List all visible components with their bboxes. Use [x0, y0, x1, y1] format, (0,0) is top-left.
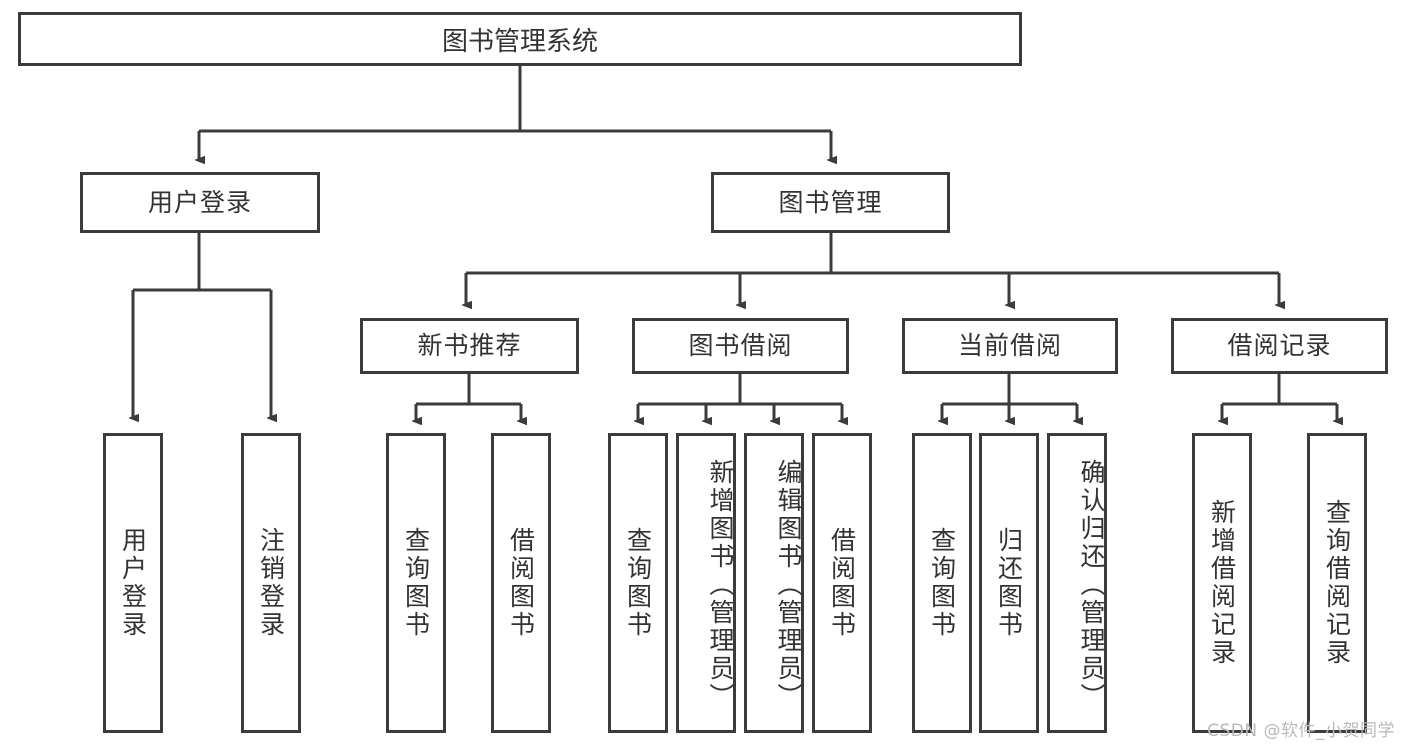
node-label: 图书管理系统: [441, 26, 598, 57]
node-label: 查询借阅记录: [1322, 499, 1352, 667]
node-label: 新增借阅记录: [1207, 499, 1237, 667]
node-label: 归还图书: [994, 527, 1024, 639]
node-book-borrow[interactable]: 图书借阅: [632, 318, 849, 374]
leaf-current-borrow-confirm-return-admin[interactable]: 确认归还（管理员）: [1047, 433, 1107, 733]
leaf-user-login-login[interactable]: 用户登录: [103, 433, 163, 733]
leaf-borrow-record-query-record[interactable]: 查询借阅记录: [1307, 433, 1367, 733]
leaf-new-book-query-book[interactable]: 查询图书: [386, 433, 446, 733]
node-label: 图书借阅: [688, 331, 793, 361]
node-borrow-record[interactable]: 借阅记录: [1171, 318, 1388, 374]
node-label: 借阅图书: [827, 527, 857, 639]
node-label: 图书管理: [778, 187, 883, 217]
node-new-book-recommend[interactable]: 新书推荐: [360, 318, 579, 374]
node-label: 查询图书: [623, 527, 653, 639]
node-user-login[interactable]: 用户登录: [80, 172, 320, 233]
node-label: 新书推荐: [417, 331, 522, 361]
node-label: 借阅记录: [1227, 331, 1332, 361]
node-label: 当前借阅: [957, 331, 1062, 361]
node-root-book-management-system[interactable]: 图书管理系统: [18, 12, 1022, 66]
node-label: 确认归还（管理员）: [1077, 459, 1106, 711]
leaf-borrow-record-add-record[interactable]: 新增借阅记录: [1192, 433, 1252, 733]
leaf-book-borrow-query-book[interactable]: 查询图书: [608, 433, 668, 733]
node-label: 新增图书（管理员）: [706, 459, 735, 711]
node-label: 编辑图书（管理员）: [774, 459, 803, 711]
leaf-book-borrow-add-book-admin[interactable]: 新增图书（管理员）: [676, 433, 736, 733]
watermark: CSDN @软件_小贺同学: [1207, 721, 1395, 741]
node-label: 借阅图书: [506, 527, 536, 639]
node-label: 查询图书: [927, 527, 957, 639]
leaf-current-borrow-return-book[interactable]: 归还图书: [979, 433, 1039, 733]
leaf-current-borrow-query-book[interactable]: 查询图书: [912, 433, 972, 733]
leaf-book-borrow-borrow-book[interactable]: 借阅图书: [812, 433, 872, 733]
node-book-management[interactable]: 图书管理: [711, 172, 950, 233]
node-label: 查询图书: [401, 527, 431, 639]
leaf-book-borrow-edit-book-admin[interactable]: 编辑图书（管理员）: [744, 433, 804, 733]
node-label: 用户登录: [118, 527, 148, 639]
node-label: 用户登录: [147, 187, 252, 217]
node-current-borrow[interactable]: 当前借阅: [902, 318, 1118, 374]
leaf-user-login-logout[interactable]: 注销登录: [241, 433, 301, 733]
leaf-new-book-borrow-book[interactable]: 借阅图书: [491, 433, 551, 733]
node-label: 注销登录: [256, 527, 286, 639]
